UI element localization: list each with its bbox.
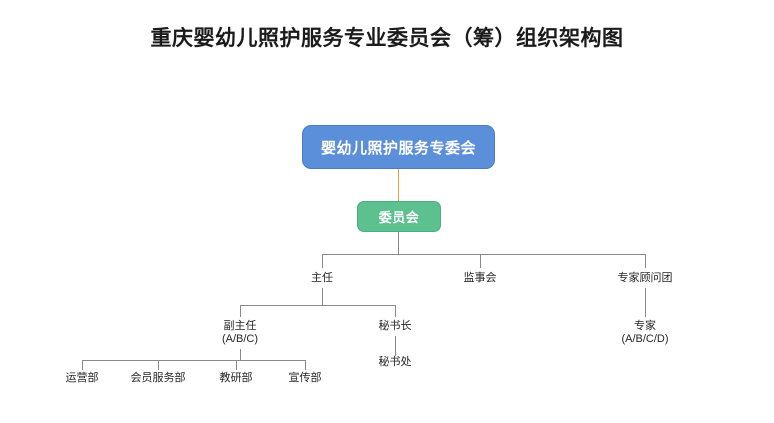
edge-bus-to-deputy bbox=[240, 305, 241, 317]
org-node-secgen[interactable]: 秘书长 bbox=[379, 320, 412, 333]
edge-bus-to-promo bbox=[305, 360, 306, 370]
org-node-director-label: 主任 bbox=[311, 272, 333, 284]
org-node-secgen-label: 秘书长 bbox=[378, 320, 412, 332]
edge-bus-to-advisors bbox=[645, 254, 646, 268]
edge-bus-to-member bbox=[158, 360, 159, 370]
edge-secgen-secoffice bbox=[395, 336, 396, 356]
org-node-deputy[interactable]: 副主任 (A/B/C) bbox=[222, 320, 258, 346]
org-node-promotion-label: 宣传部 bbox=[288, 372, 322, 384]
org-node-advisors[interactable]: 专家顾问团 bbox=[618, 272, 673, 285]
edge-level2-bus bbox=[322, 254, 646, 255]
page-title: 重庆婴幼儿照护服务专业委员会（筹）组织架构图 bbox=[150, 27, 624, 50]
edge-director-bus bbox=[240, 305, 395, 306]
edge-bus-to-research bbox=[236, 360, 237, 370]
edge-deputy-bus bbox=[82, 360, 305, 361]
org-node-supervisors-label: 监事会 bbox=[463, 272, 497, 284]
org-node-research-label: 教研部 bbox=[219, 372, 253, 384]
org-node-member-service-label: 会员服务部 bbox=[130, 372, 186, 384]
edge-bus-to-ops bbox=[82, 360, 83, 370]
org-node-experts[interactable]: 专家 (A/B/C/D) bbox=[621, 320, 668, 346]
edge-bus-to-director bbox=[322, 254, 323, 268]
edge-root-committee bbox=[398, 169, 399, 201]
org-node-root[interactable]: 婴幼儿照护服务专委会 bbox=[302, 125, 495, 169]
edge-director-stem bbox=[322, 288, 323, 305]
org-node-ops[interactable]: 运营部 bbox=[66, 372, 99, 385]
org-node-experts-label: 专家 bbox=[634, 320, 656, 332]
edge-bus-to-supervisors bbox=[480, 254, 481, 268]
org-node-experts-sublabel: (A/B/C/D) bbox=[621, 333, 669, 345]
edge-deputy-stem bbox=[240, 349, 241, 360]
org-node-advisors-label: 专家顾问团 bbox=[617, 272, 673, 284]
org-node-committee-label: 委员会 bbox=[378, 210, 420, 225]
org-node-secretariat[interactable]: 秘书处 bbox=[379, 356, 412, 369]
org-node-deputy-label: 副主任 bbox=[223, 320, 257, 332]
org-node-supervisors[interactable]: 监事会 bbox=[464, 272, 497, 285]
org-node-promotion[interactable]: 宣传部 bbox=[289, 372, 322, 385]
edge-committee-stem bbox=[398, 232, 399, 254]
org-node-root-label: 婴幼儿照护服务专委会 bbox=[320, 139, 476, 157]
org-node-committee[interactable]: 委员会 bbox=[357, 201, 441, 232]
org-node-deputy-sublabel: (A/B/C) bbox=[221, 333, 259, 345]
org-node-member-service[interactable]: 会员服务部 bbox=[131, 372, 186, 385]
org-node-secretariat-label: 秘书处 bbox=[378, 356, 412, 368]
org-node-ops-label: 运营部 bbox=[65, 372, 99, 384]
org-node-director[interactable]: 主任 bbox=[311, 272, 333, 285]
org-node-research[interactable]: 教研部 bbox=[220, 372, 253, 385]
edge-bus-to-secgen bbox=[395, 305, 396, 317]
edge-advisors-experts bbox=[645, 288, 646, 317]
